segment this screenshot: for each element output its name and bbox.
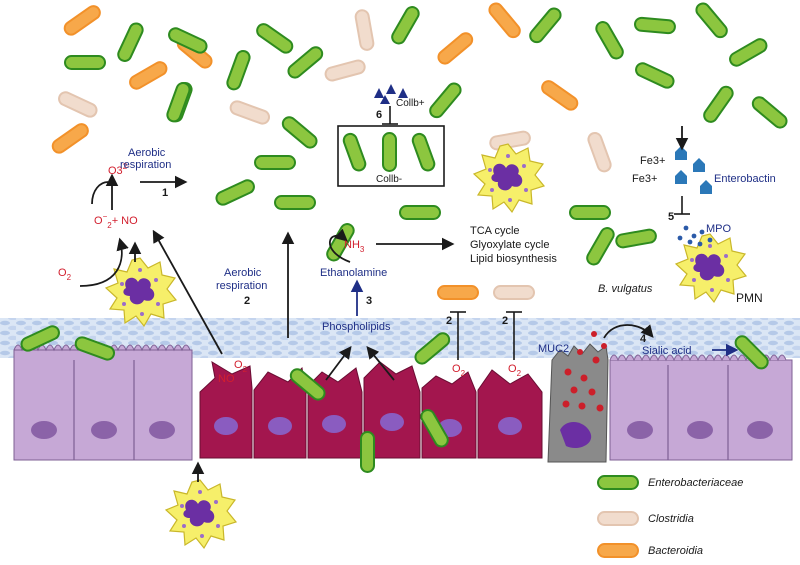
respiration-label-1: respiration [120, 159, 171, 171]
mpo-label: MPO [706, 223, 732, 235]
fe3-label-b: Fe3+ [632, 173, 657, 185]
aerobic-label-1: Aerobic [128, 147, 166, 159]
healthy-epithelium-left [13, 344, 193, 461]
o3-label: O32- [108, 162, 130, 177]
step-6: 6 [376, 109, 382, 121]
legend-label-enterobacteriaceae: Enterobacteriaceae [648, 477, 743, 489]
tca-label: TCA cycle [470, 225, 520, 237]
enterobactin-icon [675, 146, 712, 194]
step-5: 5 [668, 211, 674, 223]
legend: Enterobacteriaceae Clostridia Bacteroidi… [597, 475, 743, 558]
step-2: 2 [244, 295, 250, 307]
nh3-label: NH3 [344, 239, 365, 254]
legend-label-bacteroidia: Bacteroidia [648, 545, 703, 557]
collb-triangle-icon [374, 84, 408, 104]
aerobic-label-2: Aerobic [224, 267, 262, 279]
bvulgatus-label: B. vulgatus [598, 283, 653, 295]
neutrophil-icon-left [105, 257, 177, 327]
no-epi-label: NO [218, 373, 235, 385]
legend-swatch-clostridia [597, 511, 639, 526]
mpo-dot-icon [677, 225, 713, 247]
lipid-label: Lipid biosynthesis [470, 253, 557, 265]
step-2c: 2 [502, 315, 508, 327]
pathway-arrows [79, 126, 689, 482]
phospholipids-label: Phospholipids [322, 321, 391, 333]
o2-b-label: O2 [508, 363, 522, 378]
legend-swatch-enterobacteriaceae [597, 475, 639, 490]
step-2b: 2 [446, 315, 452, 327]
pmn-label: PMN [736, 291, 763, 305]
fe3-label-a: Fe3+ [640, 155, 665, 167]
inhibition-bars [450, 196, 690, 360]
collb-minus-label: Collb- [376, 174, 402, 185]
step-4: 4 [640, 333, 647, 345]
respiration-label-2: respiration [216, 280, 267, 292]
collb-box [337, 125, 445, 187]
legend-label-clostridia: Clostridia [648, 513, 694, 525]
o2-epi-label: O2 [234, 359, 248, 374]
neutrophil-icon-bottom [165, 479, 237, 549]
muc2-label: MUC2 [538, 343, 569, 355]
enterobactin-label: Enterobactin [714, 173, 776, 185]
step-1: 1 [162, 187, 168, 199]
superoxide-label: O−2+ NO [94, 212, 138, 230]
healthy-epithelium-right [609, 354, 793, 461]
ethanolamine-label: Ethanolamine [320, 267, 387, 279]
sialic-label: Sialic acid [642, 345, 692, 357]
o2-left-label: O2 [58, 267, 72, 282]
step-3: 3 [366, 295, 372, 307]
neutrophil-icon-center [473, 143, 545, 213]
goblet-cell [547, 331, 609, 463]
legend-swatch-bacteroidia [597, 543, 639, 558]
collb-plus-label: Collb+ [396, 98, 425, 109]
o2-a-label: O2 [452, 363, 466, 378]
glyoxylate-label: Glyoxylate cycle [470, 239, 549, 251]
